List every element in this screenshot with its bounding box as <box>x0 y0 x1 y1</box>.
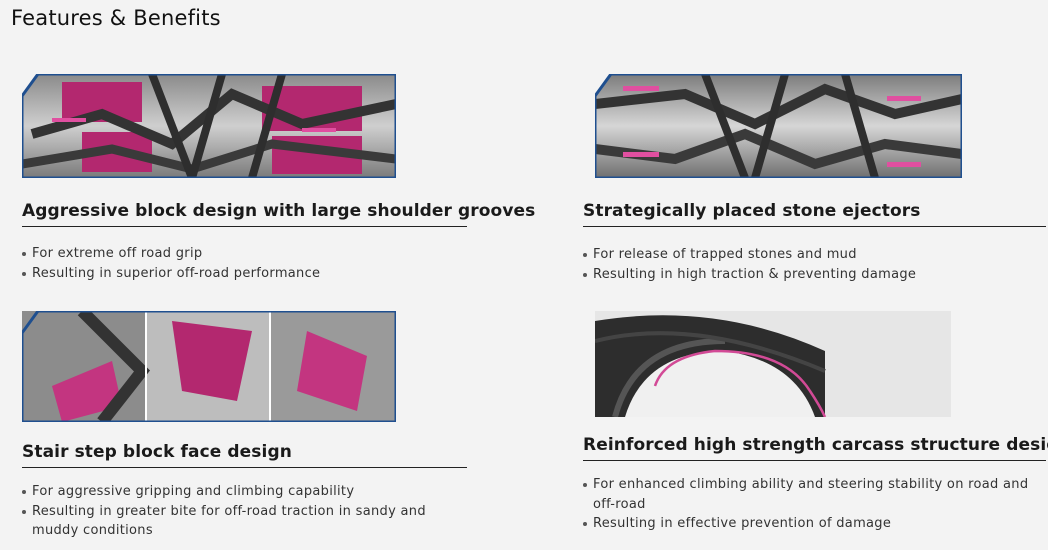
feature-stone-ejectors: Strategically placed stone ejectors For … <box>583 74 1046 284</box>
feature-heading: Aggressive block design with large shoul… <box>22 201 535 227</box>
carcass-structure-image <box>595 311 951 417</box>
feature-heading: Reinforced high strength carcass structu… <box>583 435 1048 461</box>
bullet-item: For extreme off road grip <box>22 244 467 264</box>
bullet-item: Resulting in superior off-road performan… <box>22 264 467 284</box>
bullet-item: Resulting in high traction & preventing … <box>583 265 1046 285</box>
stair-step-illustration <box>22 311 396 422</box>
stair-step-image <box>22 311 396 422</box>
feature-heading: Strategically placed stone ejectors <box>583 201 1046 227</box>
tire-cross-section-illustration <box>595 311 951 417</box>
feature-heading: Stair step block face design <box>22 442 467 468</box>
bullet-item: For aggressive gripping and climbing cap… <box>22 482 467 502</box>
feature-bullet-list: For enhanced climbing ability and steeri… <box>583 475 1046 534</box>
page-title: Features & Benefits <box>11 6 221 30</box>
feature-carcass-structure: Reinforced high strength carcass structu… <box>583 311 1048 534</box>
feature-bullet-list: For extreme off road grip Resulting in s… <box>22 244 467 283</box>
stone-ejector-image <box>595 74 962 178</box>
feature-block-shoulder-grooves: Aggressive block design with large shoul… <box>22 74 535 283</box>
bullet-item: For enhanced climbing ability and steeri… <box>583 475 1046 514</box>
stone-ejector-illustration <box>595 74 962 178</box>
bullet-item: For release of trapped stones and mud <box>583 245 1046 265</box>
tread-pattern-illustration <box>22 74 396 178</box>
tread-pattern-image <box>22 74 396 178</box>
feature-bullet-list: For aggressive gripping and climbing cap… <box>22 482 467 541</box>
feature-bullet-list: For release of trapped stones and mud Re… <box>583 245 1046 284</box>
bullet-item: Resulting in effective prevention of dam… <box>583 514 1046 534</box>
bullet-item: Resulting in greater bite for off-road t… <box>22 502 467 541</box>
feature-stair-step-block: Stair step block face design For aggress… <box>22 311 467 541</box>
